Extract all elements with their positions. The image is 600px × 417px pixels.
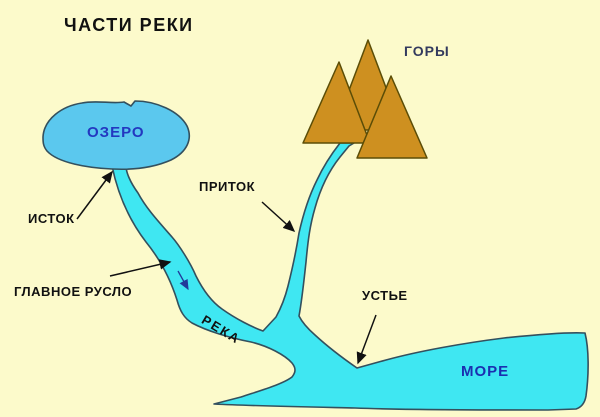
mountains-label: ГОРЫ: [404, 43, 450, 59]
source-label: ИСТОК: [28, 211, 75, 226]
mouth-arrow: [356, 314, 377, 365]
source-arrow: [76, 170, 113, 220]
lake-label: ОЗЕРО: [87, 124, 145, 141]
mouth-label: УСТЬЕ: [362, 288, 408, 303]
mountain-left: [302, 61, 371, 144]
flow-direction-arrow: [177, 270, 189, 291]
river-and-sea-shape: [111, 142, 589, 411]
lake-shape: [42, 100, 191, 171]
main-channel-arrow: [109, 259, 172, 277]
mountain-right: [356, 75, 428, 159]
sea-label: МОРЕ: [461, 363, 510, 380]
tributary-arrow: [261, 201, 296, 233]
tributary-label: ПРИТОК: [199, 179, 256, 194]
diagram-title: ЧАСТИ РЕКИ: [64, 15, 194, 35]
main-channel-label: ГЛАВНОЕ РУСЛО: [14, 284, 133, 299]
